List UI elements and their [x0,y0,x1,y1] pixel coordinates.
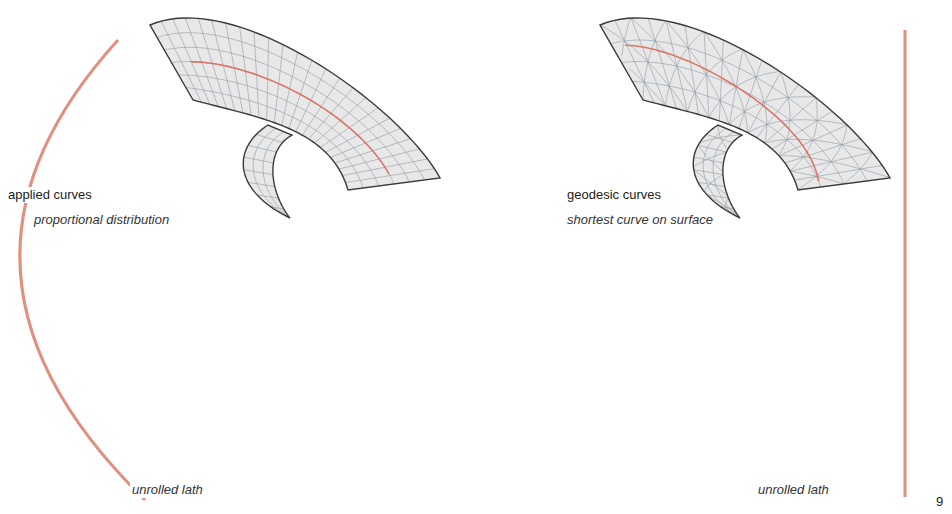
red-lath-curve [190,62,389,174]
surface-fill [243,125,292,218]
surface-grid [600,18,890,189]
surface-edge [693,125,742,218]
surface-edge [600,18,890,190]
caption-label: applied curves [6,187,94,203]
unrolled-lath-arc [20,40,145,500]
caption-label: proportional distribution [32,212,171,228]
surface-grid [693,125,742,218]
surface-fill [150,18,440,190]
caption-label: unrolled lath [756,482,831,498]
surface-edge [150,18,440,190]
caption-label: shortest curve on surface [565,212,715,228]
surface-grid [157,18,434,188]
caption-label: geodesic curves [565,187,663,203]
surface-fill [600,18,890,190]
surface-applied [150,18,440,218]
unrolled-lath-straight [904,30,907,497]
page-number: 9 [934,494,945,510]
caption-label: unrolled lath [130,482,205,498]
surface-edge [243,125,292,218]
red-lath-curve [625,45,818,181]
surface-fill [693,125,742,218]
